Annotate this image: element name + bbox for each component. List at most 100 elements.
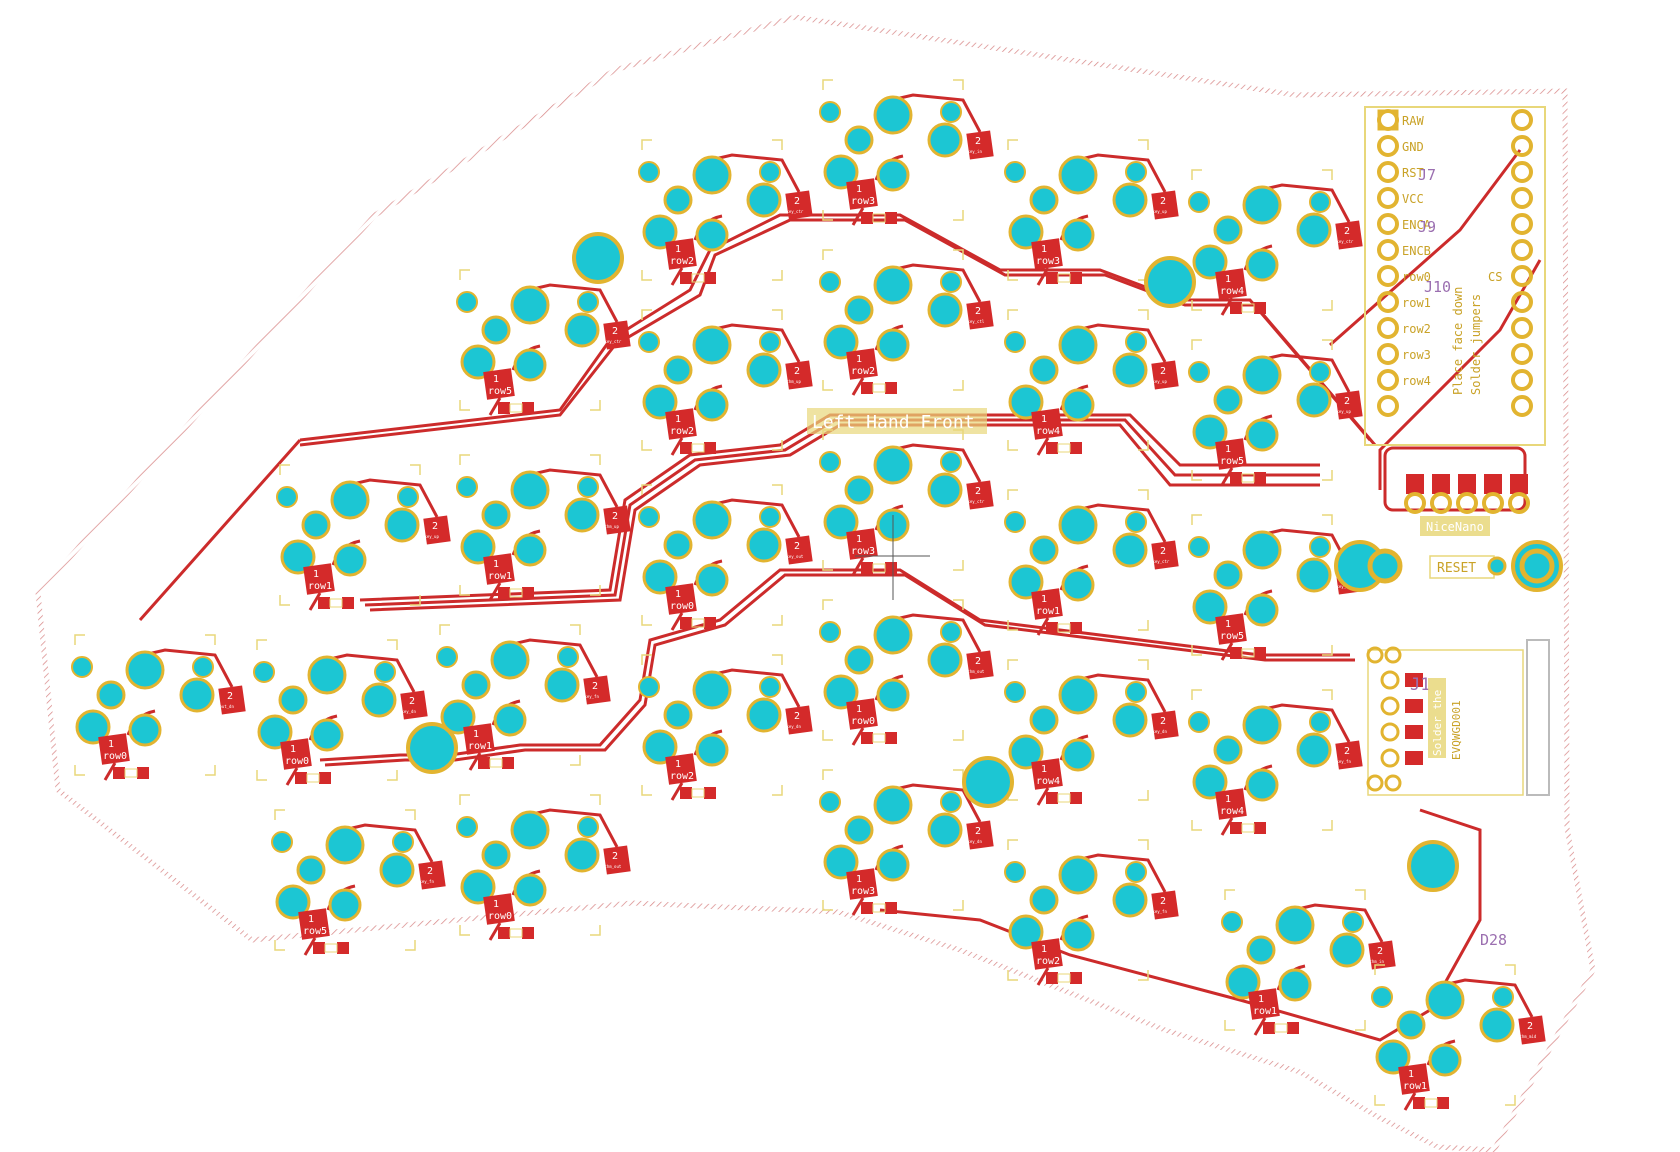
row-label: row2 <box>851 366 875 377</box>
net-label: Akey_out <box>784 554 804 559</box>
row-label: row1 <box>1036 606 1060 617</box>
bus-trace <box>138 439 302 621</box>
diode <box>861 562 897 574</box>
switch-pin-pad <box>927 812 963 848</box>
net-label: Aout_dn <box>217 704 234 709</box>
switch-pin-pad <box>1058 155 1098 195</box>
switch-pin-pad <box>280 539 316 575</box>
pad-number: 1 <box>856 184 862 195</box>
switch-pin-pad <box>1425 980 1465 1020</box>
diode <box>1230 302 1266 314</box>
header-pin <box>1430 492 1452 514</box>
switch-pin-pad <box>1029 185 1059 215</box>
switch-pin-pad <box>823 674 859 710</box>
smd-pad-2 <box>603 845 631 875</box>
diode <box>861 382 897 394</box>
mcu-pin <box>1511 317 1533 339</box>
header-smd-pad <box>1484 474 1502 494</box>
switch-pin-pad <box>1329 932 1365 968</box>
row-label: row3 <box>851 546 875 557</box>
smd-pad-2 <box>1335 740 1363 770</box>
switch-pin-pad <box>642 214 678 250</box>
switch-pin-pad <box>876 328 910 362</box>
switch-pin-pad <box>695 733 729 767</box>
switch-pin-pad <box>1275 905 1315 945</box>
switch-pin-pad <box>642 559 678 595</box>
net-label: Akey_fn <box>582 694 599 699</box>
mcu-pin <box>1511 109 1533 131</box>
module-pin <box>1380 670 1400 690</box>
switch-pin-pad <box>927 122 963 158</box>
switch-pin-pad <box>1242 185 1282 225</box>
switch-pin-pad <box>1112 532 1148 568</box>
switch-pin-pad <box>461 670 491 700</box>
pad-number: 2 <box>975 306 981 317</box>
switch-pin-pad <box>844 645 874 675</box>
pad-number: 1 <box>313 569 319 580</box>
net-label: Cthm_up <box>784 379 801 384</box>
module-pin <box>1380 696 1400 716</box>
switch-pin-pad <box>1242 355 1282 395</box>
smd-pad-2 <box>966 300 994 330</box>
pad-number: 2 <box>227 691 233 702</box>
net-label: Ekey_fn <box>417 879 434 884</box>
mcu-pin-label: row3 <box>1402 348 1431 362</box>
row-label: row1 <box>488 571 512 582</box>
switch-pin-pad <box>823 154 859 190</box>
diode <box>680 272 716 284</box>
smd-pad-2 <box>966 650 994 680</box>
switch-pin-pad <box>1245 593 1279 627</box>
switch-pin-pad <box>1008 214 1044 250</box>
encoder-module: J1 EVQWGD001 Solder the <box>1366 639 1550 796</box>
net-label: Dkey_dn <box>1150 729 1167 734</box>
switch-pin-pad <box>1058 855 1098 895</box>
switch-pin-pad <box>873 95 913 135</box>
switch-pin-pad <box>564 312 600 348</box>
module-smd-pad <box>1405 751 1423 765</box>
mounting-hole <box>962 756 1014 808</box>
switch-pin-pad <box>876 678 910 712</box>
row-label: row5 <box>488 386 512 397</box>
switch-pin-pad <box>481 840 511 870</box>
switch-pin-pad <box>823 504 859 540</box>
switch-pin-pad <box>310 718 344 752</box>
switch-pin-pad <box>844 815 874 845</box>
row-label: row4 <box>1036 426 1060 437</box>
bus-trace <box>364 418 1320 607</box>
mcu-pin <box>1511 395 1533 417</box>
switch-pin-pad <box>460 529 496 565</box>
switch-pin-pad <box>96 680 126 710</box>
switch-pin-pad <box>692 325 732 365</box>
switch-pin-pad <box>695 218 729 252</box>
switch-pin-pad <box>1192 589 1228 625</box>
smd-pad-2 <box>218 685 246 715</box>
bus-trace <box>1329 149 1522 347</box>
diode <box>313 942 349 954</box>
smd-pad-1 <box>1215 613 1247 645</box>
net-label: Akey_up <box>422 534 439 539</box>
row-label: row0 <box>488 911 512 922</box>
net-label: Dkey_up <box>1150 379 1167 384</box>
switch-pin-pad <box>1029 885 1059 915</box>
smd-pad-2 <box>966 820 994 850</box>
mcu-pin <box>1377 213 1399 235</box>
smd-pad-1 <box>303 563 335 595</box>
diode <box>1230 647 1266 659</box>
pad-number: 1 <box>675 414 681 425</box>
mounting-hole <box>572 232 624 284</box>
smd-pad-1 <box>1031 938 1063 970</box>
module-smd-pad <box>1405 725 1423 739</box>
net-label: Dkey_ctr <box>1334 239 1354 244</box>
pad-number: 1 <box>1225 274 1231 285</box>
